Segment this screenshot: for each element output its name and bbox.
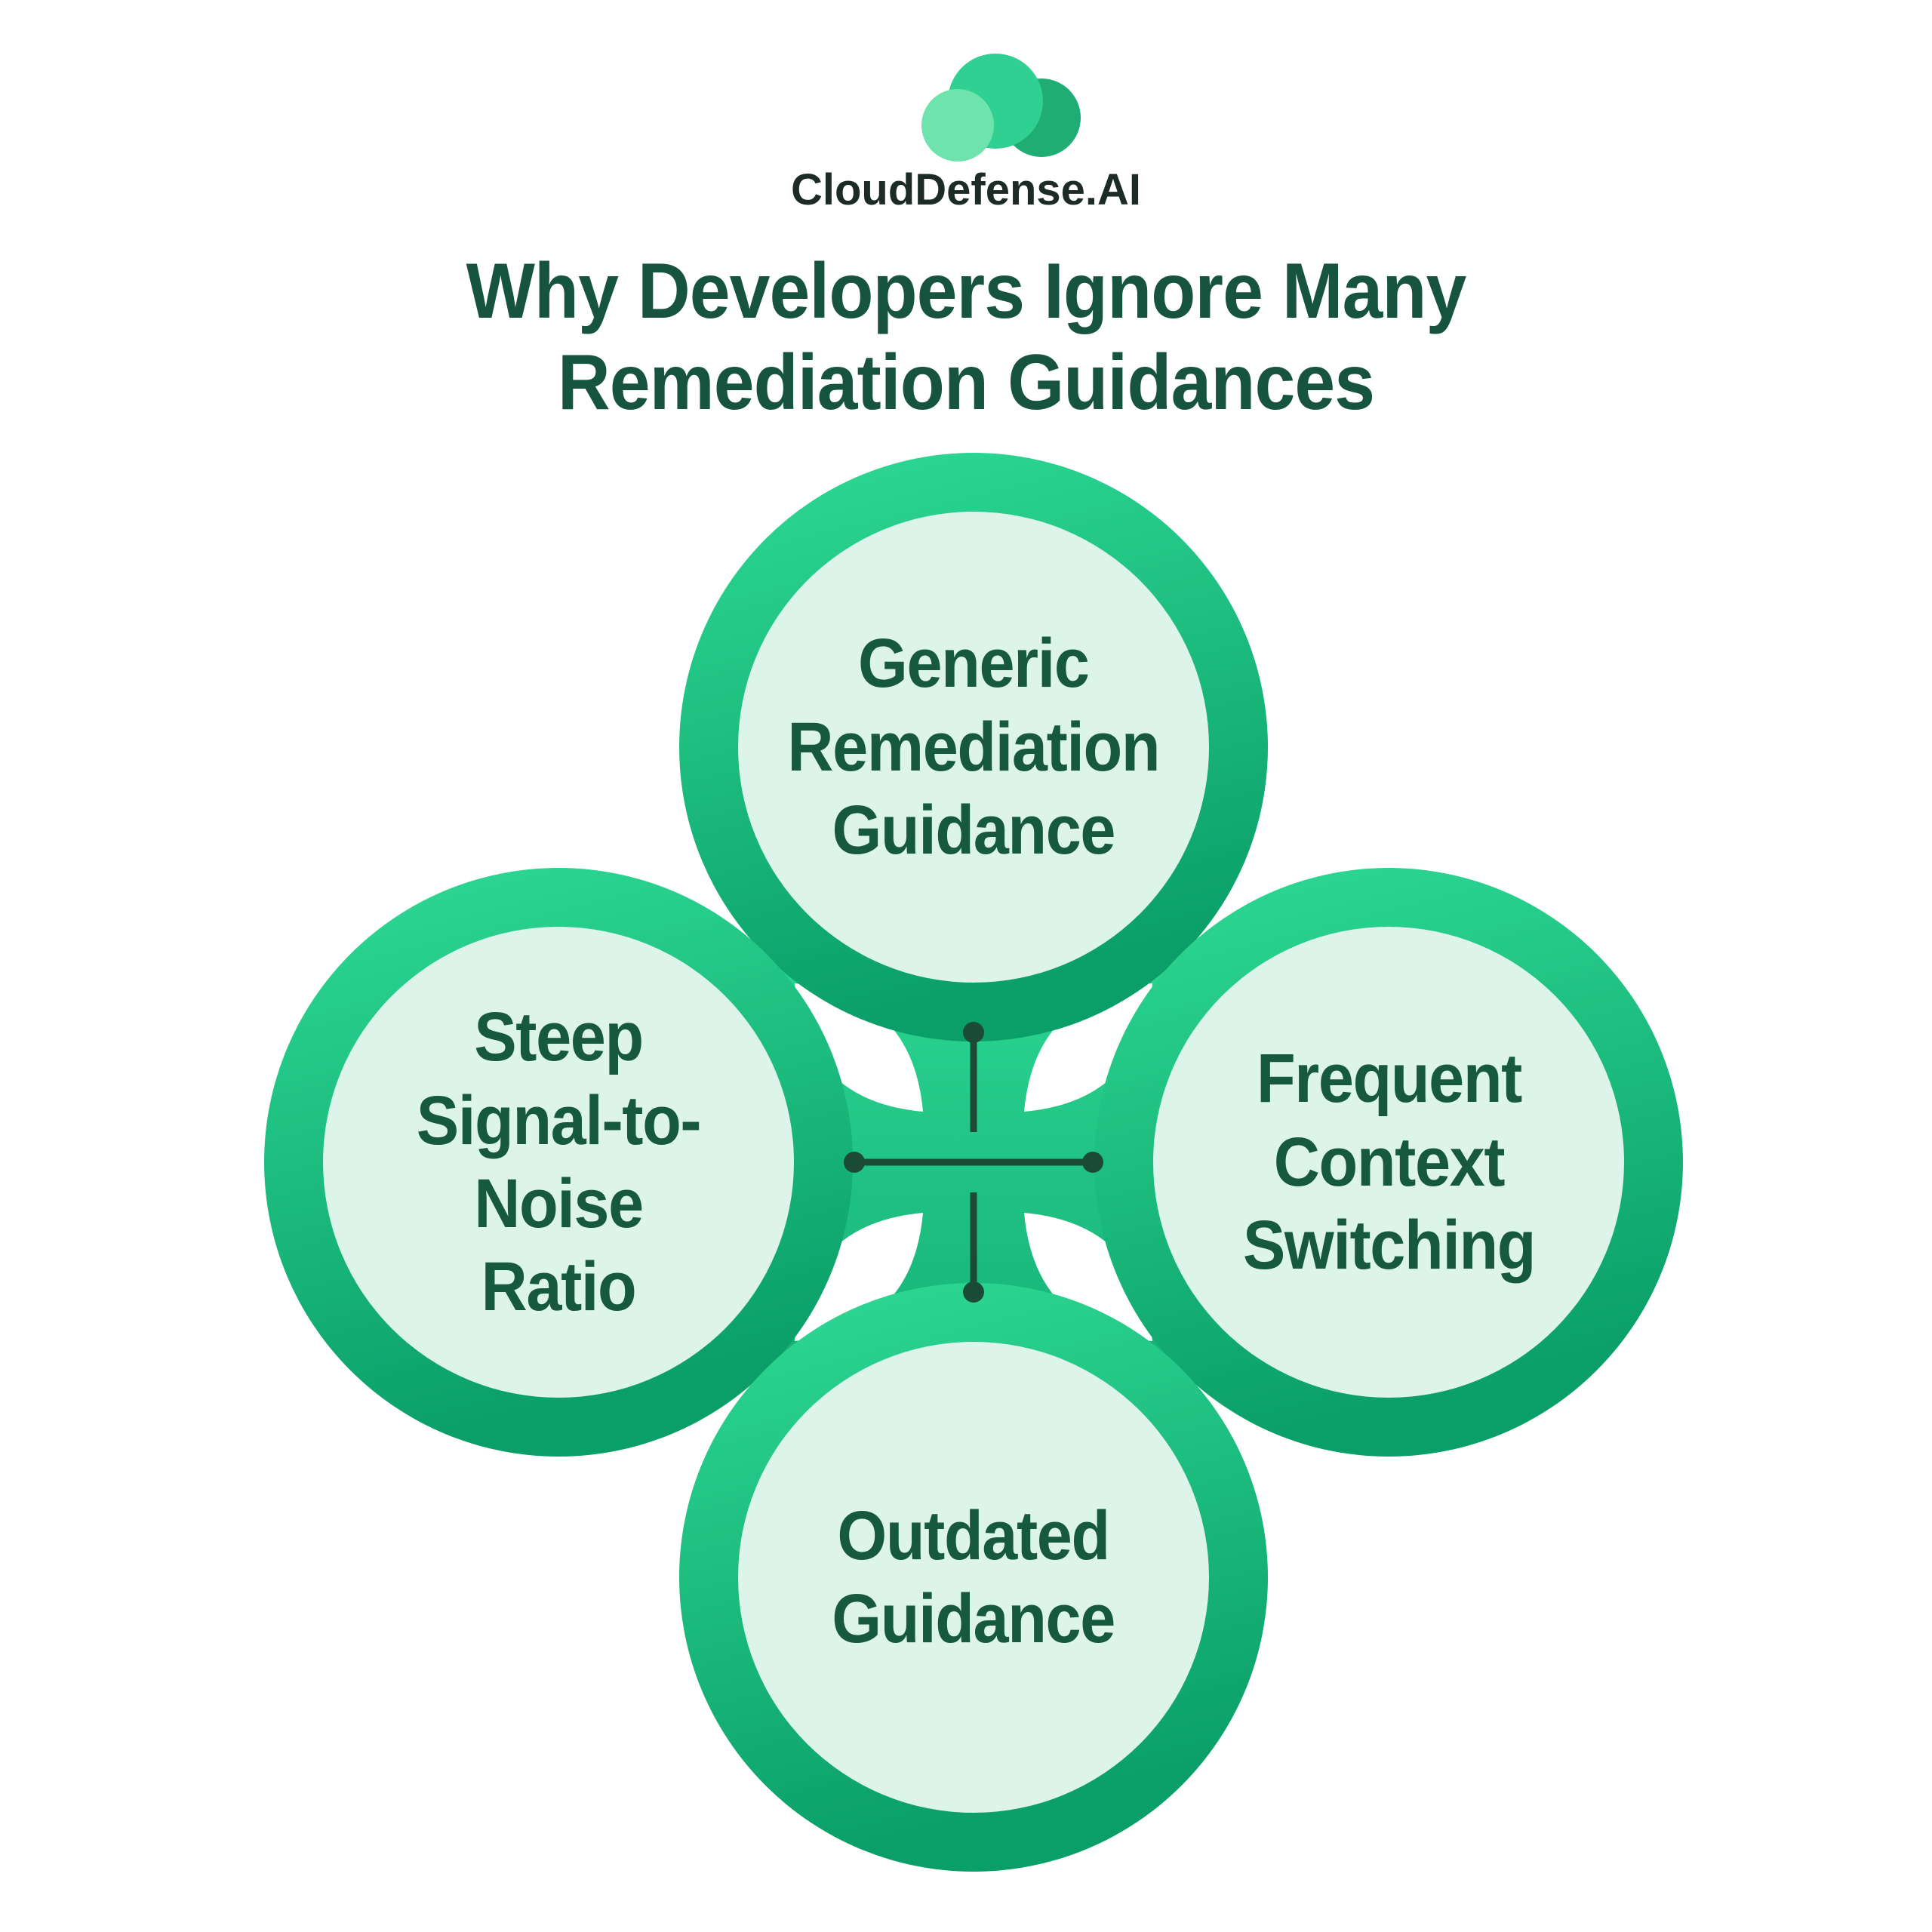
node-fill-bottom bbox=[738, 1342, 1209, 1813]
cloud-circle-light bbox=[921, 89, 994, 162]
node-fill-left bbox=[323, 927, 794, 1398]
petal-cutout-southeast bbox=[1024, 1213, 1152, 1341]
node-circle-top bbox=[679, 453, 1268, 1041]
node-fill-top bbox=[738, 512, 1209, 983]
node-circle-bottom bbox=[679, 1283, 1268, 1872]
node-circle-right bbox=[1094, 868, 1683, 1457]
page-title: Why Developers Ignore Many Remediation G… bbox=[466, 248, 1467, 426]
node-fill-right bbox=[1153, 927, 1624, 1398]
brand-name: CloudDefense.AI bbox=[790, 165, 1142, 214]
petal-cutout-southwest bbox=[795, 1213, 923, 1341]
cloud-logo-icon bbox=[921, 54, 1081, 162]
node-circle-left bbox=[264, 868, 853, 1457]
cross-connector-icon bbox=[844, 1022, 1103, 1303]
petal-cutout-northeast bbox=[1024, 983, 1152, 1112]
petal-cutout-northwest bbox=[795, 983, 923, 1112]
